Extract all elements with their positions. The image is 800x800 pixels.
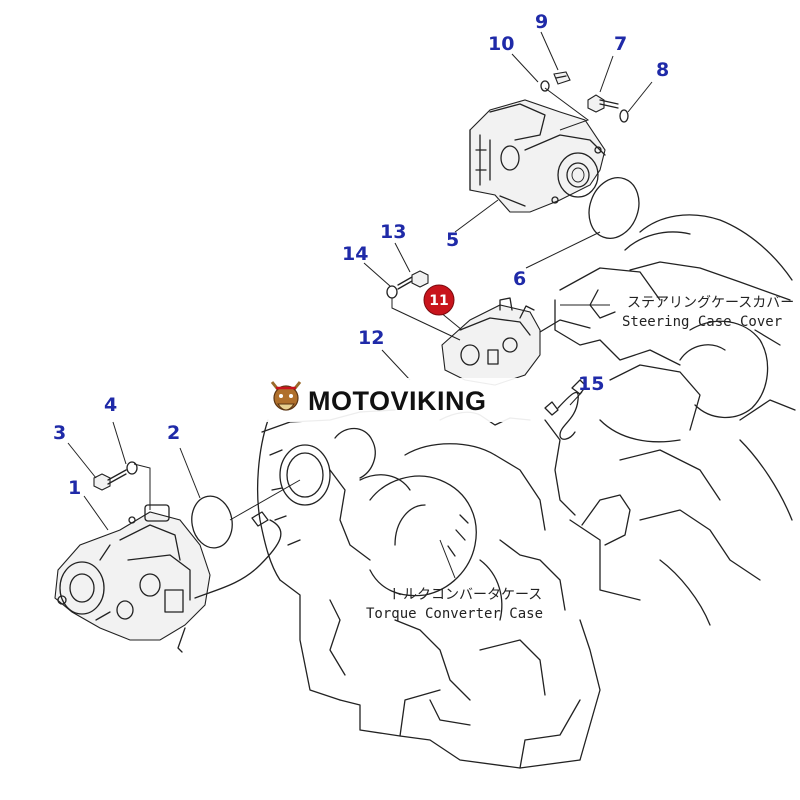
callout-1: 1 [68, 477, 81, 499]
part-1-connector-drawing [251, 511, 269, 527]
viking-mascot-icon [270, 381, 302, 411]
callout-11-highlight-badge: 11 [423, 284, 455, 316]
part-11-valve-drawing [441, 297, 541, 386]
callout-12: 12 [358, 327, 384, 349]
watermark-banner: MOTOVIKING [262, 378, 540, 422]
part-9-plug-drawing [553, 71, 571, 85]
part-13-bolt-drawing [397, 270, 429, 290]
torque-converter-case-label-en: Torque Converter Case [366, 606, 543, 622]
part-4-washer-drawing [126, 461, 138, 475]
part-3-bolt-drawing [93, 469, 127, 491]
callout-8: 8 [656, 59, 669, 81]
watermark-text: MOTOVIKING [308, 386, 487, 416]
callout-11: 11 [429, 293, 448, 309]
leader-lines [67, 31, 653, 579]
part-1-pump-drawing [54, 504, 211, 653]
callout-numbers: 1 2 3 4 5 6 7 8 9 10 12 13 14 15 [53, 11, 669, 499]
steering-case-cover-label-en: Steering Case Cover [622, 314, 782, 330]
part-15-sensor-drawing [544, 379, 587, 440]
part-7-bolt-drawing [587, 94, 619, 113]
steering-case-cover-drawing [539, 214, 796, 626]
callout-6: 6 [513, 268, 526, 290]
part-6-o-ring-drawing [588, 177, 640, 239]
part-5-pump-drawing [469, 99, 606, 213]
callout-13: 13 [380, 221, 406, 243]
steering-case-cover-label-jp: ステアリングケースカバー [627, 295, 794, 311]
callout-14: 14 [342, 243, 368, 265]
callout-3: 3 [53, 422, 66, 444]
callout-9: 9 [535, 11, 548, 33]
callout-7: 7 [614, 33, 627, 55]
part-10-o-ring-drawing [540, 80, 550, 92]
callout-4: 4 [104, 394, 117, 416]
torque-converter-case-label-jp: トルクコンバータケース [389, 587, 542, 603]
part-1-cable-drawing [194, 519, 282, 599]
callout-2: 2 [167, 422, 180, 444]
callout-15: 15 [578, 373, 604, 395]
callout-5: 5 [446, 229, 459, 251]
part-8-washer-drawing [619, 109, 629, 123]
callout-10: 10 [488, 33, 514, 55]
part-14-washer-drawing [386, 285, 398, 299]
